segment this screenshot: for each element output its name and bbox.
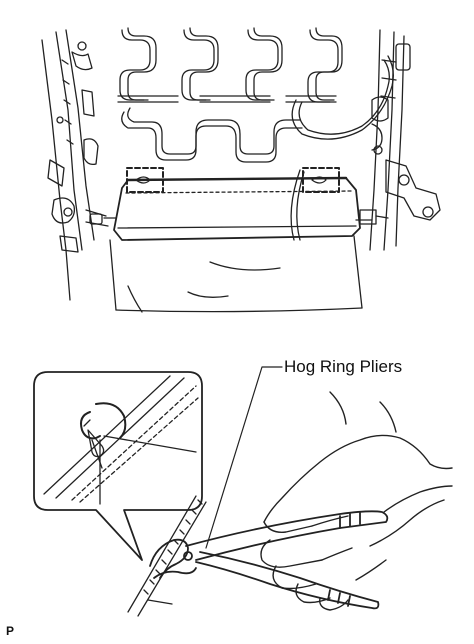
seat-frame-illustration <box>42 28 440 312</box>
seat-cushion <box>104 178 372 240</box>
tool-leader-line <box>206 367 282 548</box>
seat-cover-flap <box>110 236 362 312</box>
hog-ring-marker-right <box>303 168 339 192</box>
figure-code: P <box>6 624 15 638</box>
seat-fabric-edge <box>128 496 206 616</box>
hand-holding-pliers <box>261 392 452 610</box>
detail-callout <box>34 372 202 560</box>
tool-label: Hog Ring Pliers <box>284 357 403 376</box>
right-frame-rail <box>360 30 440 250</box>
hog-ring-marker-left <box>127 168 163 192</box>
seat-springs <box>118 28 342 162</box>
hog-ring-pliers <box>150 511 387 608</box>
pliers-illustration <box>34 367 452 616</box>
left-frame-rail <box>42 30 108 300</box>
